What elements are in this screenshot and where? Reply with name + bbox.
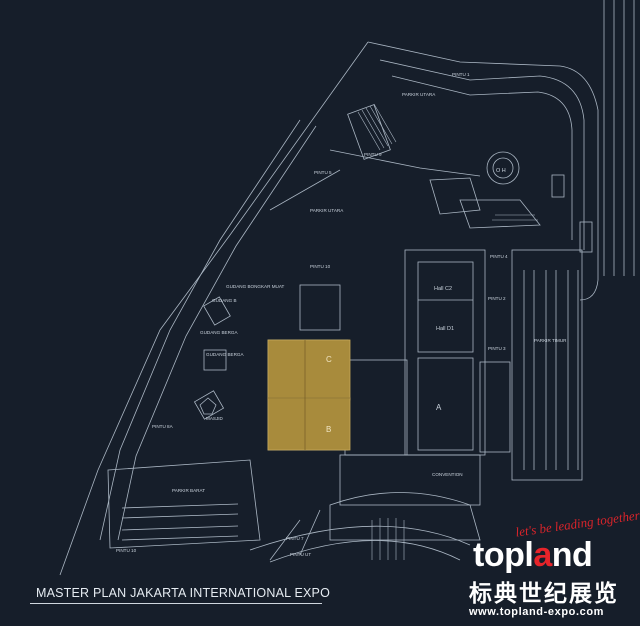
hotel-wing xyxy=(429,177,481,215)
north-road xyxy=(391,75,573,240)
logo-wordmark: topland xyxy=(473,536,593,575)
parking-rows-west xyxy=(121,503,239,541)
parkir-timur-area xyxy=(511,249,583,481)
west-road xyxy=(117,125,317,541)
label-pintu-ut: PINTU UT xyxy=(290,552,311,557)
label-hall-d1: Hall D1 xyxy=(436,326,454,332)
label-parkir-utara: PARKIR UTARA xyxy=(310,208,344,213)
hall-annex xyxy=(479,361,511,453)
label-gudang-b: GUDANG B xyxy=(212,298,237,303)
hall-b-highlight xyxy=(267,397,351,451)
logo-word-accent: a xyxy=(533,536,552,574)
hall-connector xyxy=(344,359,408,456)
label-hall-c: C xyxy=(326,355,332,364)
parking-rows-east xyxy=(523,270,579,470)
label-parkir-barat: PARKIR BARAT xyxy=(172,488,205,493)
title-underline xyxy=(30,603,322,604)
west-road xyxy=(99,119,301,541)
masjid-marker xyxy=(199,397,217,415)
site-boundary xyxy=(59,41,369,576)
label-masjid: MASJID xyxy=(206,416,224,421)
label-convention: CONVENTION xyxy=(432,472,463,477)
logo-word-part: nd xyxy=(551,536,593,574)
label-pintu-10: PINTU 10 xyxy=(310,264,331,269)
logo-word-part: topl xyxy=(473,536,534,574)
highlighted-halls xyxy=(267,339,351,451)
label-pintu-4: PINTU 4 xyxy=(490,254,508,259)
convention-center xyxy=(339,454,481,506)
hotel-rotunda xyxy=(486,151,520,185)
label-parkir-timur: PARKIR TIMUR xyxy=(534,338,567,343)
logo-url: www.topland-expo.com xyxy=(469,606,605,618)
hall-c-highlight xyxy=(267,339,351,401)
label-pintu-2: PINTU 2 xyxy=(488,296,506,301)
label-gudang-berga-2: GUDANG BERGA xyxy=(206,352,244,357)
label-pintu-3: PINTU 3 xyxy=(488,346,506,351)
label-pintu-1: PINTU 1 xyxy=(452,72,470,77)
logo-chinese: 标典世纪展览 xyxy=(469,581,619,607)
label-pintu-10b: PINTU 10 xyxy=(116,548,137,553)
hall-a xyxy=(417,357,474,451)
label-gudang-berga: GUDANG BERGA xyxy=(200,330,238,335)
plan-title: MASTER PLAN JAKARTA INTERNATIONAL EXPO xyxy=(36,586,331,600)
label-pintu-9: PINTU 9 xyxy=(364,152,382,157)
gudang-2 xyxy=(203,349,227,371)
label-parkir-utara-top: PARKIR UTARA xyxy=(402,92,436,97)
north-road xyxy=(379,59,585,250)
label-hall-b: B xyxy=(326,425,331,434)
gate-block xyxy=(551,174,565,198)
label-pintu-5: PINTU 5 xyxy=(314,170,332,175)
gate-block xyxy=(579,221,593,253)
label-gudang-bongkar: GUDANG BONGKAR MUAT xyxy=(226,284,285,289)
site-boundary xyxy=(367,41,599,301)
label-pintu-7: PINTU 7 xyxy=(286,536,304,541)
gudang-3 xyxy=(193,390,225,420)
north-inner-road xyxy=(329,149,481,177)
south-entrance xyxy=(249,525,471,551)
label-hall-c2: Hall C2 xyxy=(434,286,452,292)
label-hotel: O H xyxy=(496,168,506,174)
north-inner-road xyxy=(269,169,341,211)
label-pintu-8a: PINTU 8A xyxy=(152,424,174,429)
south-entrance xyxy=(269,540,461,563)
parkir-barat-area xyxy=(107,459,261,549)
hotel-wing xyxy=(459,199,541,229)
convention-plaza xyxy=(329,492,481,541)
north-block xyxy=(299,284,341,331)
hall-c2-d1 xyxy=(417,261,474,353)
topland-logo: let's be leading together topland 标典世纪展览… xyxy=(455,507,640,626)
label-hall-a: A xyxy=(436,403,442,412)
gudang-1 xyxy=(203,296,231,326)
